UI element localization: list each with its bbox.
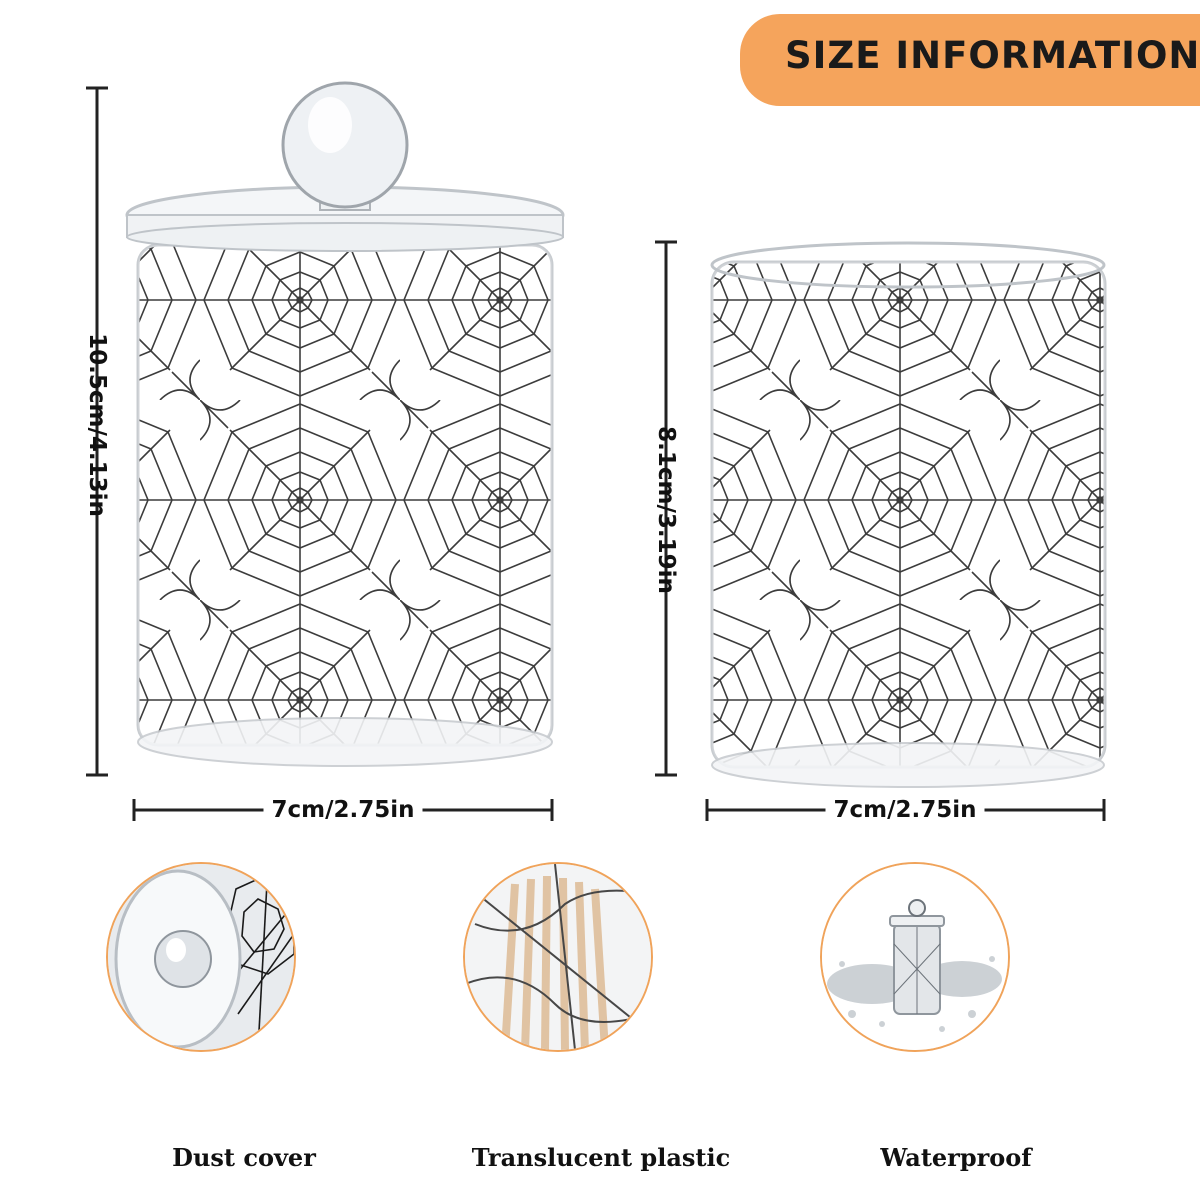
- feature-waterproof-image: [820, 862, 1010, 1052]
- small-height-dimension: [655, 240, 677, 777]
- feature-dust-cover-image: [106, 862, 296, 1052]
- feature-waterproof-label: Waterproof: [880, 1143, 1032, 1172]
- feature-translucent-plastic-image: [463, 862, 653, 1052]
- small-jar: [710, 241, 1107, 788]
- header-banner: [740, 14, 1200, 106]
- page-title: SIZE INFORMATION: [785, 34, 1200, 77]
- water-splash-icon: [822, 864, 1008, 1050]
- cotton-swabs-icon: [465, 864, 651, 1050]
- large-jar-height-label: 10.5cm/4.13in: [84, 333, 110, 517]
- large-jar-width-label: 7cm/2.75in: [263, 797, 423, 823]
- large-height-dimension: [86, 86, 108, 777]
- jar-illustration: [86, 81, 1107, 821]
- feature-dust-cover-label: Dust cover: [172, 1143, 316, 1172]
- small-jar-width-label: 7cm/2.75in: [825, 797, 985, 823]
- feature-translucent-plastic-label: Translucent plastic: [471, 1143, 731, 1172]
- large-jar: [125, 81, 565, 767]
- lid-knob-icon: [108, 864, 294, 1050]
- small-jar-height-label: 8.1cm/3.19in: [653, 426, 679, 594]
